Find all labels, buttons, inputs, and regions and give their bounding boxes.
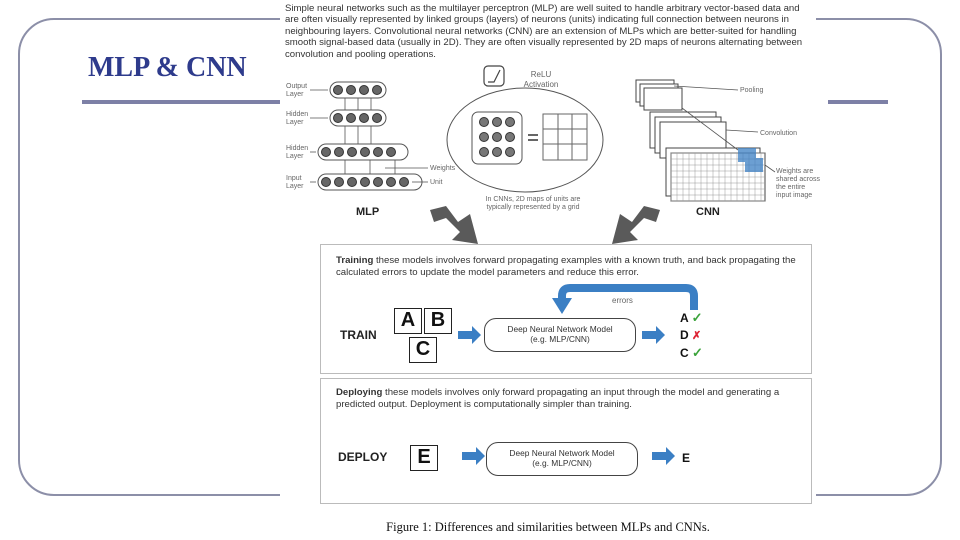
mlp-unit xyxy=(386,147,396,157)
deploying-panel xyxy=(320,378,812,504)
mlp-unit xyxy=(359,113,369,123)
mlp-output-layer-label: Output Layer xyxy=(286,83,308,98)
mlp-unit xyxy=(386,177,396,187)
mlp-unit xyxy=(346,85,356,95)
correct-icon: ✓ xyxy=(691,310,703,325)
mlp-unit xyxy=(347,147,357,157)
slide-title: MLP & CNN xyxy=(88,52,247,83)
cnn-pooling-label: Pooling xyxy=(740,87,764,94)
flow-arrows xyxy=(430,206,660,244)
train-input-b: B xyxy=(424,308,452,334)
mlp-unit xyxy=(399,177,409,187)
cnn-stack xyxy=(635,79,766,202)
mlp-unit xyxy=(321,147,331,157)
mlp-title: MLP xyxy=(356,206,380,218)
mlp-unit xyxy=(373,147,383,157)
mlp-unit xyxy=(372,113,382,123)
mlp-unit xyxy=(333,85,343,95)
mlp-input-layer-label: Input Layer xyxy=(286,175,304,190)
mlp-unit xyxy=(372,85,382,95)
grid-note: In CNNs, 2D maps of units are typically … xyxy=(485,196,581,211)
training-description: Training these models involves forward p… xyxy=(336,255,796,278)
mlp-hidden-layer-label-1: Hidden Layer xyxy=(286,111,309,126)
train-model-box: Deep Neural Network Model(e.g. MLP/CNN) xyxy=(484,318,636,352)
mlp-unit-label: Unit xyxy=(430,179,443,186)
deploy-model-box: Deep Neural Network Model(e.g. MLP/CNN) xyxy=(486,442,638,476)
train-input-c: C xyxy=(409,337,437,363)
train-output-a: A ✓ xyxy=(680,310,703,325)
figure-intro-text: Simple neural networks such as the multi… xyxy=(285,3,803,60)
correct-icon: ✓ xyxy=(692,345,703,360)
mlp-unit xyxy=(334,147,344,157)
deploy-input-e: E xyxy=(410,445,438,471)
mlp-unit xyxy=(334,177,344,187)
title-rule-left xyxy=(82,100,282,104)
mlp-unit xyxy=(333,113,343,123)
incorrect-icon: ✗ xyxy=(692,330,702,342)
deploying-description: Deploying these models involves only for… xyxy=(336,387,780,410)
mlp-unit xyxy=(360,147,370,157)
mlp-hidden-layer-label-2: Hidden Layer xyxy=(286,145,309,160)
relu-label: ReLU Activation xyxy=(523,70,559,89)
mlp-unit xyxy=(360,177,370,187)
cnn-shared-weights-label: Weights are shared across the entire inp… xyxy=(776,168,820,199)
cnn-title: CNN xyxy=(696,206,720,218)
deploy-row-label: DEPLOY xyxy=(338,450,388,464)
train-row-label: TRAIN xyxy=(340,328,377,342)
mlp-unit xyxy=(347,177,357,187)
mlp-unit xyxy=(359,85,369,95)
mlp-network xyxy=(317,81,423,191)
figure-caption: Figure 1: Differences and similarities b… xyxy=(386,520,710,534)
cnn-convolution-label: Convolution xyxy=(760,130,797,137)
train-output-c: C ✓ xyxy=(680,345,703,360)
train-input-a: A xyxy=(394,308,422,334)
train-output-d: D ✗ xyxy=(680,328,702,342)
mlp-weights-label: Weights xyxy=(430,165,456,172)
mlp-unit xyxy=(346,113,356,123)
deploy-output-e: E xyxy=(682,451,691,465)
title-rule-right xyxy=(828,100,888,104)
errors-label: errors xyxy=(612,296,633,305)
mlp-unit xyxy=(373,177,383,187)
relu-area xyxy=(446,65,604,193)
mlp-unit xyxy=(321,177,331,187)
